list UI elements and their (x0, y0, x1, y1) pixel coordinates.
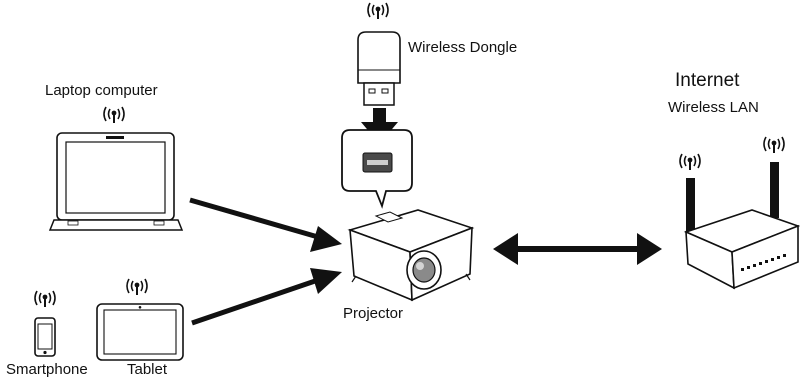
usb-port-callout (341, 129, 413, 209)
projector-icon (347, 209, 475, 302)
wifi-signal-icon (126, 278, 148, 296)
smartphone-label: Smartphone (6, 361, 88, 378)
wifi-signal-icon (367, 2, 389, 20)
arrow-tablet-to-projector (191, 268, 342, 326)
smartphone-icon (34, 317, 56, 357)
arrow-laptop-to-projector (189, 197, 342, 252)
tablet-icon (96, 303, 184, 361)
wifi-signal-icon (763, 136, 785, 154)
wifi-signal-icon (679, 153, 701, 171)
router-icon (683, 162, 800, 290)
internet-label: Internet (675, 70, 740, 91)
laptop-label: Laptop computer (45, 82, 158, 99)
usb-dongle-icon (357, 31, 401, 106)
tablet-label: Tablet (127, 361, 168, 378)
wireless-lan-label: Wireless LAN (668, 99, 759, 116)
arrow-projector-router (493, 233, 662, 265)
wireless-dongle-label: Wireless Dongle (408, 39, 518, 56)
projector-label: Projector (343, 305, 404, 322)
laptop-icon (48, 132, 184, 231)
wifi-signal-icon (103, 106, 125, 124)
wifi-signal-icon (34, 290, 56, 308)
